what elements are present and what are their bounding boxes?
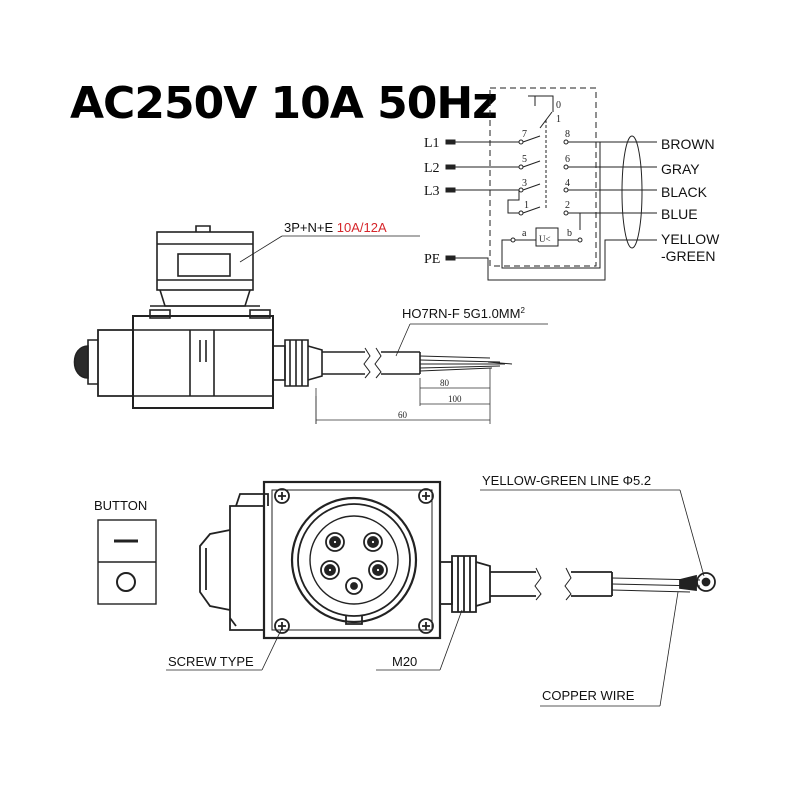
dim-60: 60 [398, 410, 408, 420]
socket-label-prefix: 3P+N+E [284, 220, 337, 235]
svg-text:1: 1 [524, 200, 529, 211]
on-symbol [116, 572, 136, 592]
label-pe: PE [424, 252, 440, 267]
svg-text:1: 1 [556, 114, 561, 125]
wire-black: BLACK [661, 184, 708, 200]
m20-label: M20 [392, 654, 417, 669]
screw-type-label: SCREW TYPE [168, 654, 254, 669]
socket-face [290, 496, 418, 624]
dim-80: 80 [440, 378, 450, 388]
dimension-lines [315, 368, 491, 424]
wire-yellow: YELLOW [661, 231, 720, 247]
svg-text:a: a [522, 228, 527, 239]
wire-gray: GRAY [661, 161, 700, 177]
label-l1: L1 [424, 136, 440, 151]
undervoltage-coil [535, 227, 559, 247]
svg-text:5: 5 [522, 154, 527, 165]
ring-terminal [696, 572, 716, 592]
wire-brown: BROWN [661, 136, 715, 152]
corner-screws [274, 488, 434, 634]
cable-spec-text: HO7RN-F 5G1.0MM [402, 306, 520, 321]
label-l3: L3 [424, 184, 440, 199]
front-view-drawing [199, 480, 716, 640]
socket-pins [320, 532, 388, 595]
front-body [262, 480, 442, 640]
wire-blue: BLUE [661, 206, 698, 222]
svg-text:4: 4 [565, 178, 570, 189]
svg-text:6: 6 [565, 154, 570, 165]
top-leaders [239, 235, 548, 357]
yellow-green-line-label: YELLOW-GREEN LINE Φ5.2 [482, 473, 651, 488]
main-title: AC250V 10A 50Hz [70, 78, 497, 129]
svg-text:b: b [567, 228, 572, 239]
copper-wire-label: COPPER WIRE [542, 688, 635, 703]
button-legend [97, 519, 157, 605]
svg-text:U<: U< [539, 234, 551, 244]
svg-text:2: 2 [565, 200, 570, 211]
svg-text:0: 0 [556, 100, 561, 111]
socket-lid [156, 231, 254, 291]
socket-label: 3P+N+E 10A/12A [284, 220, 387, 235]
schematic-enclosure [489, 87, 597, 267]
schematic-pin-labels: 0 1 7 8 5 6 3 4 1 2 a b U< [522, 100, 572, 244]
svg-text:7: 7 [522, 129, 527, 140]
bottom-leaders [166, 489, 705, 707]
svg-text:8: 8 [565, 129, 570, 140]
wiring-schematic [445, 87, 657, 281]
wire-green: -GREEN [661, 248, 715, 264]
socket-rating: 10A/12A [337, 220, 387, 235]
dim-100: 100 [448, 394, 462, 404]
button-label: BUTTON [94, 498, 147, 513]
cable-spec: HO7RN-F 5G1.0MM2 [402, 306, 525, 321]
label-l2: L2 [424, 161, 440, 176]
svg-text:3: 3 [522, 178, 527, 189]
side-view-drawing [73, 225, 513, 409]
wire-color-labels: BROWN GRAY BLACK BLUE YELLOW -GREEN [661, 136, 720, 264]
cable-spec-sup: 2 [520, 306, 525, 315]
schematic-line-labels: L1 L2 L3 PE [424, 136, 440, 267]
